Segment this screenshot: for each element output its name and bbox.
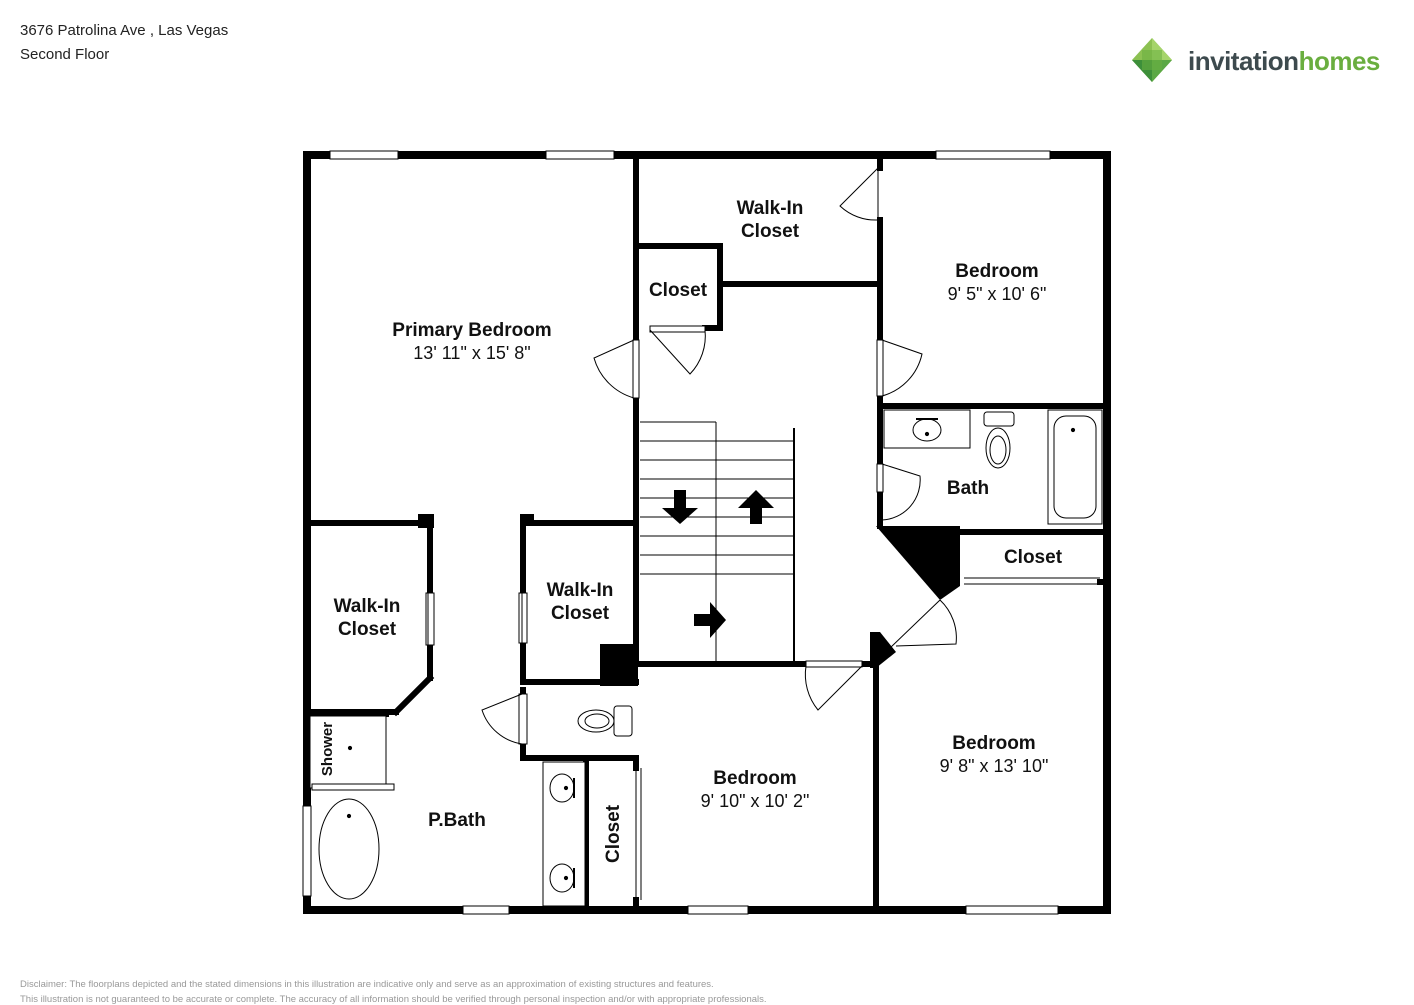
- room-label-closet-vertical: Closet: [603, 804, 624, 863]
- pbath-sink-2-icon: [549, 863, 575, 893]
- room-dims-primary-bedroom: 13' 11" x 15' 8": [413, 343, 530, 363]
- room-label-walkin-left-2: Closet: [338, 619, 397, 640]
- room-label-primary-bedroom: Primary Bedroom: [392, 320, 551, 341]
- brand-name-part2: homes: [1298, 46, 1381, 76]
- doors: [425, 167, 1100, 900]
- room-dims-bedroom-ne: 9' 5" x 10' 6": [948, 284, 1047, 304]
- room-dims-bedroom-se: 9' 8" x 13' 10": [940, 756, 1049, 776]
- room-label-bedroom-s: Bedroom: [713, 768, 796, 789]
- brand-name-part1: invitation: [1188, 46, 1299, 76]
- windows: [302, 150, 1059, 915]
- room-label-bedroom-ne: Bedroom: [955, 261, 1038, 282]
- room-dims-bedroom-s: 9' 10" x 10' 2": [701, 791, 810, 811]
- room-label-walkin-top-1: Walk-In: [737, 198, 804, 219]
- room-label-walkin-mid-2: Closet: [551, 603, 610, 624]
- brand-diamond-icon: [1132, 38, 1172, 82]
- stair-arrows: [662, 490, 774, 638]
- brand-logo: invitationhomes: [1128, 36, 1388, 90]
- pbath-tub-icon: [318, 798, 380, 900]
- room-label-pbath: P.Bath: [428, 810, 486, 831]
- room-label-walkin-mid-1: Walk-In: [547, 580, 614, 601]
- room-label-shower: Shower: [319, 722, 336, 776]
- address-text: 3676 Patrolina Ave , Las Vegas: [20, 22, 229, 39]
- bath-sink-icon: [912, 418, 942, 442]
- fixtures: [309, 409, 1103, 907]
- bathtub-icon: [1053, 415, 1097, 519]
- floor-label: Second Floor: [20, 46, 110, 63]
- room-labels: Primary Bedroom 13' 11" x 15' 8" Walk-In…: [319, 198, 1063, 863]
- disclaimer-line-1: Disclaimer: The floorplans depicted and …: [20, 979, 714, 990]
- room-label-closet-small: Closet: [649, 280, 708, 301]
- pbath-sink-1-icon: [549, 773, 575, 803]
- room-label-bath: Bath: [947, 478, 989, 499]
- solid-wall-blocks: [418, 514, 960, 686]
- room-label-bedroom-se: Bedroom: [952, 733, 1035, 754]
- stair-right-arrow-icon: [694, 602, 726, 638]
- stair-down-arrow-icon: [662, 490, 698, 524]
- brand-wordmark: invitationhomes: [1188, 46, 1380, 77]
- shower-stall: [309, 715, 387, 789]
- room-label-closet-east: Closet: [1004, 547, 1063, 568]
- interior-walls: [307, 155, 1107, 911]
- room-label-walkin-top-2: Closet: [741, 221, 800, 242]
- stair-up-arrow-icon: [738, 490, 774, 524]
- room-label-walkin-left-1: Walk-In: [334, 596, 401, 617]
